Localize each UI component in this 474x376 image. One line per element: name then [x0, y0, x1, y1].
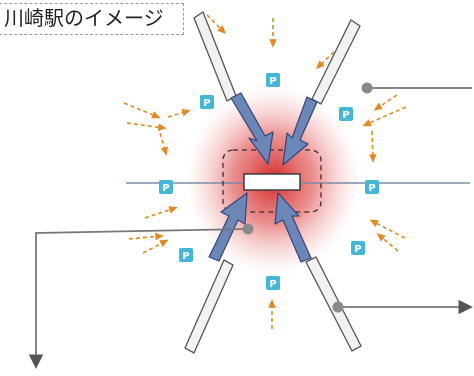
flow-arrow — [167, 108, 191, 118]
inflow-arrows — [208, 92, 318, 263]
station-area-boundary — [222, 149, 322, 213]
parking-label: P — [269, 76, 276, 87]
parking-sign-icon: P — [266, 73, 280, 87]
flow-arrow — [144, 206, 178, 219]
parking-sign-icon: P — [365, 180, 379, 194]
parking-label: P — [182, 251, 189, 262]
parking-label: P — [269, 279, 276, 290]
flow-arrow — [315, 51, 335, 69]
arrow-icon — [230, 92, 274, 165]
leader-line-bottom-left — [28, 228, 249, 369]
parking-sign-icon: P — [339, 107, 353, 121]
flow-arrow — [369, 219, 406, 239]
road-northwest — [193, 11, 237, 102]
parking-label: P — [162, 183, 169, 194]
flow-arrow — [159, 132, 169, 156]
parking-signs: P P P P P P P P — [159, 73, 379, 290]
pointer-dot-icon — [332, 301, 344, 313]
arrow-icon — [208, 192, 248, 262]
parking-label: P — [203, 98, 210, 109]
arrow-icon — [282, 96, 318, 166]
parking-label: P — [354, 244, 361, 255]
callout-dots — [242, 82, 373, 313]
flow-arrow — [142, 239, 169, 254]
parking-label: P — [368, 183, 375, 194]
parking-sign-icon: P — [200, 95, 214, 109]
road-northeast — [311, 19, 361, 105]
flow-arrow — [123, 102, 161, 119]
flow-arrow — [373, 94, 398, 111]
arrow-icon — [274, 192, 312, 263]
callout-leaders — [28, 87, 473, 369]
parking-label: P — [342, 110, 349, 121]
flow-arrow — [126, 122, 167, 132]
diagram-title: 川崎駅のイメージ — [0, 3, 184, 35]
parking-sign-icon: P — [179, 248, 193, 262]
pointer-dot-icon — [361, 82, 373, 94]
parking-sign-icon: P — [266, 276, 280, 290]
flow-arrow — [362, 106, 407, 127]
road-southwest — [184, 259, 234, 354]
parking-sign-icon: P — [159, 180, 173, 194]
flow-arrow — [376, 233, 399, 252]
flow-arrow — [368, 130, 377, 163]
parking-sign-icon: P — [351, 241, 365, 255]
pointer-dot-icon — [242, 223, 254, 235]
traffic-flow-arrows — [123, 14, 407, 329]
station-building — [243, 173, 301, 191]
flow-arrow — [128, 232, 164, 241]
